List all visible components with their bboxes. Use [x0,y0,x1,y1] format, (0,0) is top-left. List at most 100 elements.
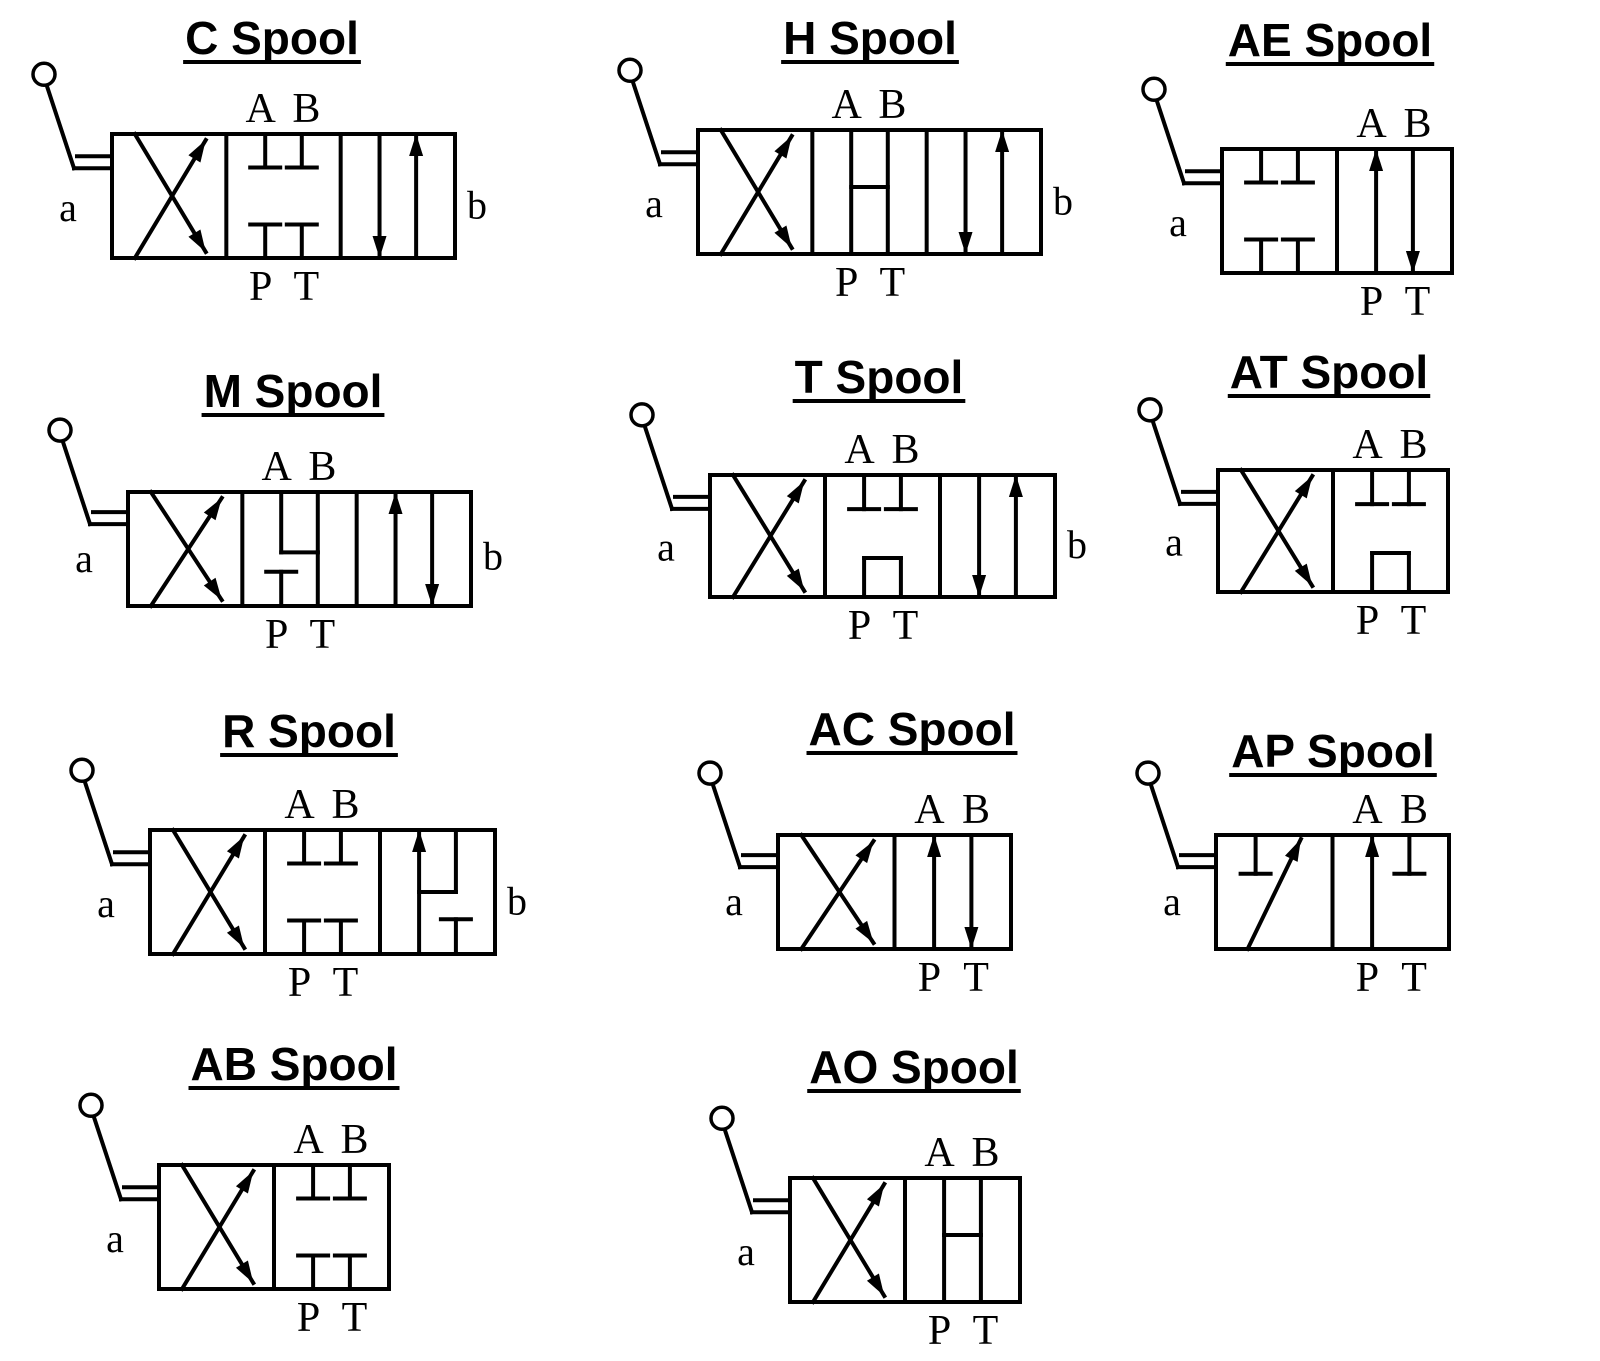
port-t-label: T [333,960,359,1006]
port-b-label: B [971,1130,999,1176]
lever-knob-icon [697,760,723,786]
spool-title: C Spool [185,12,359,64]
lever-arm [1154,98,1187,186]
lever-knob-icon [617,57,643,84]
arrow-head [786,481,805,504]
port-b-label: B [292,86,320,132]
port-a-label: A [831,82,862,128]
port-b-label: B [340,1117,368,1163]
port-a-label: A [924,1130,955,1176]
port-p-label: P [928,1308,951,1354]
side-a-label: a [106,1216,124,1261]
port-t-label: T [973,1308,999,1354]
arrow-head [188,229,206,252]
cross-line [718,127,795,251]
arrow-head [1294,563,1313,586]
arrow-head [927,835,942,857]
port-b-label: B [308,444,336,490]
port-t-label: T [1405,279,1431,325]
lever-arm [44,83,77,171]
valve-body [110,132,457,260]
lever-arm [82,779,115,867]
port-a-label: A [293,1117,324,1163]
arrow-head [855,841,874,864]
valve-body [126,490,473,608]
port-a-label: A [1352,422,1383,468]
port-b-label: B [331,782,359,828]
arrow-head [1284,839,1301,862]
side-b-label: b [1053,178,1073,223]
spool-title: AT Spool [1230,346,1428,398]
port-t-label: T [1401,955,1427,1001]
port-a-label: A [284,782,315,828]
lever-knob-icon [1135,760,1161,786]
spool-title: AO Spool [809,1041,1019,1093]
port-b-label: B [1399,422,1427,468]
spool-title: AB Spool [191,1038,398,1090]
cross-line [1238,467,1316,589]
cross-line [810,1175,888,1299]
lever-knob-icon [78,1092,104,1119]
side-b-label: b [1067,522,1087,567]
cross-line [810,1181,888,1305]
lever-knob-icon [1141,76,1167,103]
lever-knob-icon [69,757,95,784]
port-p-label: P [848,603,871,649]
port-p-label: P [265,612,288,658]
port-a-label: A [1356,101,1387,147]
spool-title: AE Spool [1228,14,1432,66]
port-p-label: P [835,260,858,306]
port-a-label: A [914,787,945,833]
arrow-head [425,584,440,606]
port-b-label: B [962,787,990,833]
arrow-head [964,927,979,949]
side-a-label: a [725,879,743,924]
arrow-head [226,836,245,859]
arrow-head [855,920,874,943]
spool-title: R Spool [222,705,396,757]
side-a-label: a [75,536,93,581]
port-p-label: P [1356,955,1379,1001]
arrow-head [203,577,222,600]
port-p-label: P [249,264,272,310]
side-b-label: b [467,182,487,227]
port-t-label: T [310,612,336,658]
arrow-head [1365,835,1380,857]
port-t-label: T [893,603,919,649]
side-a-label: a [97,881,115,926]
arrow-head [235,1260,254,1283]
lever-knob-icon [1137,397,1163,423]
side-a-label: a [645,181,663,226]
arrow-head [1294,476,1313,499]
port-p-label: P [918,955,941,1001]
cross-line [132,131,209,255]
side-b-label: b [507,878,527,923]
arrow-head [235,1171,254,1194]
port-b-label: B [878,82,906,128]
port-t-label: T [1401,598,1427,644]
port-a-label: A [1352,787,1383,833]
valve-body [708,473,1057,599]
cross-line [179,1162,257,1286]
lever-arm [1148,782,1181,870]
lever-knob-icon [709,1105,735,1132]
side-a-label: a [59,185,77,230]
lever-arm [60,439,93,527]
cross-line [132,137,209,261]
cross-line [179,1168,257,1292]
port-t-label: T [294,264,320,310]
arrow-head [1008,475,1023,497]
spool-title: T Spool [795,351,964,403]
side-b-label: b [483,534,503,579]
arrow-head [958,232,973,254]
port-p-label: P [1360,279,1383,325]
port-t-label: T [342,1295,368,1341]
